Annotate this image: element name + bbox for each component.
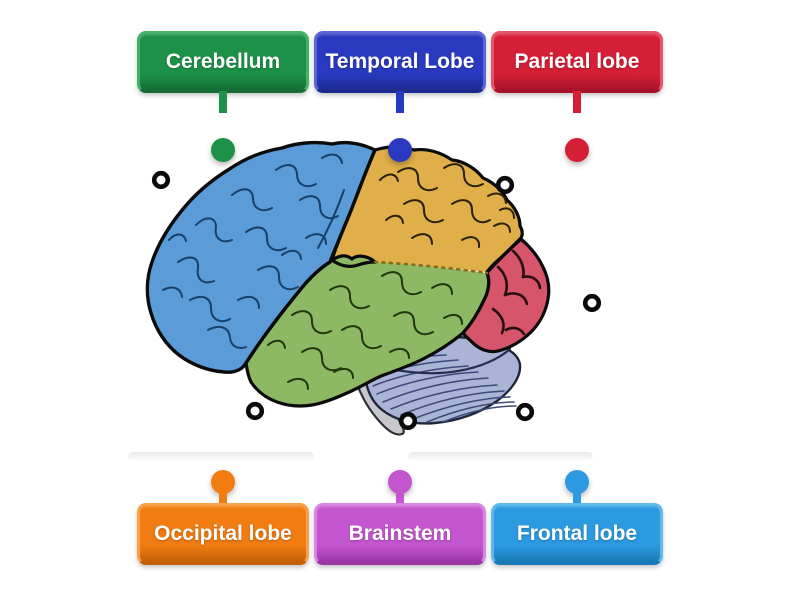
label-text: Frontal lobe [516,522,638,546]
label-temporal-lobe[interactable]: Temporal Lobe [314,31,486,162]
pin-dot[interactable] [388,138,412,162]
drop-target[interactable] [515,402,535,422]
label-text: Occipital lobe [154,522,292,546]
frontal-sulci [162,153,345,349]
drop-target[interactable] [582,293,602,313]
pin-stem [219,486,227,506]
label-frontal-lobe[interactable]: Frontal lobe [491,458,663,566]
label-box[interactable]: Temporal Lobe [314,31,486,93]
label-box[interactable]: Brainstem [314,503,486,565]
temporal-lobe-region [246,255,489,406]
parietal-sulci [379,163,515,248]
label-text: Brainstem [348,522,452,546]
pin-stem [219,91,227,113]
label-box[interactable]: Parietal lobe [491,31,663,93]
label-text: Parietal lobe [514,50,640,74]
label-brainstem[interactable]: Brainstem [314,458,486,566]
label-occipital-lobe[interactable]: Occipital lobe [137,458,309,566]
label-cerebellum[interactable]: Cerebellum [137,31,309,162]
tray-shadow [128,452,314,461]
drop-target[interactable] [495,175,515,195]
label-box[interactable]: Frontal lobe [491,503,663,565]
pin-stem [396,486,404,506]
label-text: Temporal Lobe [325,50,475,74]
tray-shadow [408,452,593,461]
label-parietal-lobe[interactable]: Parietal lobe [491,31,663,162]
pin-stem [396,91,404,113]
label-box[interactable]: Cerebellum [137,31,309,93]
drop-targets [151,170,602,431]
pin-dot[interactable] [211,138,235,162]
drop-target[interactable] [398,411,418,431]
parietal-lobe-region [332,147,523,272]
drop-target[interactable] [151,170,171,190]
label-box[interactable]: Occipital lobe [137,503,309,565]
dotted-boundary [373,260,489,275]
pin-dot[interactable] [565,138,589,162]
label-text: Cerebellum [165,50,281,74]
occipital-sulci [491,249,542,336]
lobe-boundaries [145,140,524,408]
drop-target[interactable] [245,401,265,421]
temporal-sulci [267,271,463,390]
pin-stem [573,486,581,506]
pin-stem [573,91,581,113]
